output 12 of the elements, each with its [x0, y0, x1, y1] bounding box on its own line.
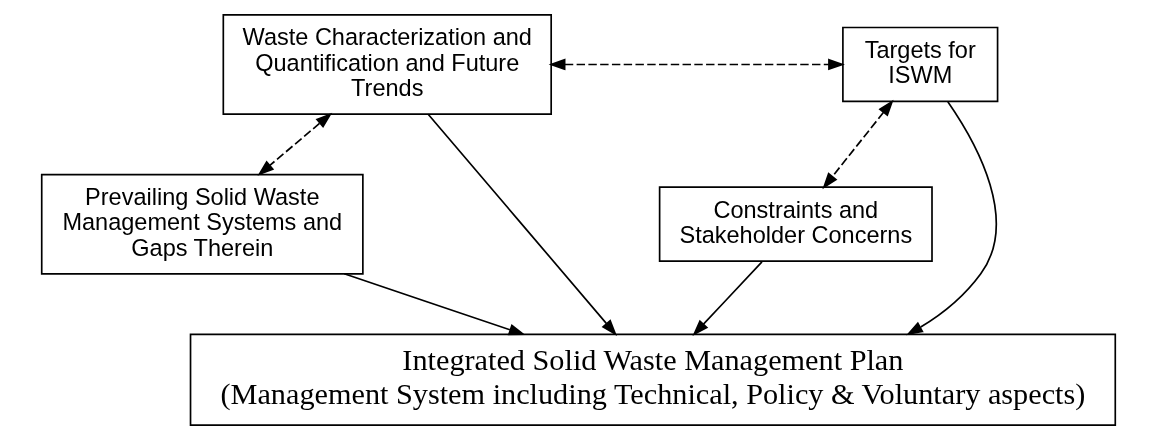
arrow — [426, 113, 617, 336]
node-box: Constraints and Stakeholder Concerns — [658, 186, 933, 263]
node-box: Waste Characterization and Quantification and Future Trends — [221, 14, 552, 115]
arrow — [342, 273, 526, 336]
arrow — [691, 261, 763, 336]
arrow — [905, 100, 997, 336]
node-box: Integrated Solid Waste Management Plan (Management System including Technical, Policy & Voluntary aspects) — [189, 333, 1116, 426]
arrow — [548, 58, 845, 71]
node-box: Targets for ISWM — [841, 26, 998, 103]
node-box: Prevailing Solid Waste Management Systems and Gaps Therein — [40, 173, 364, 275]
arrow — [821, 99, 894, 190]
arrow — [257, 112, 332, 176]
